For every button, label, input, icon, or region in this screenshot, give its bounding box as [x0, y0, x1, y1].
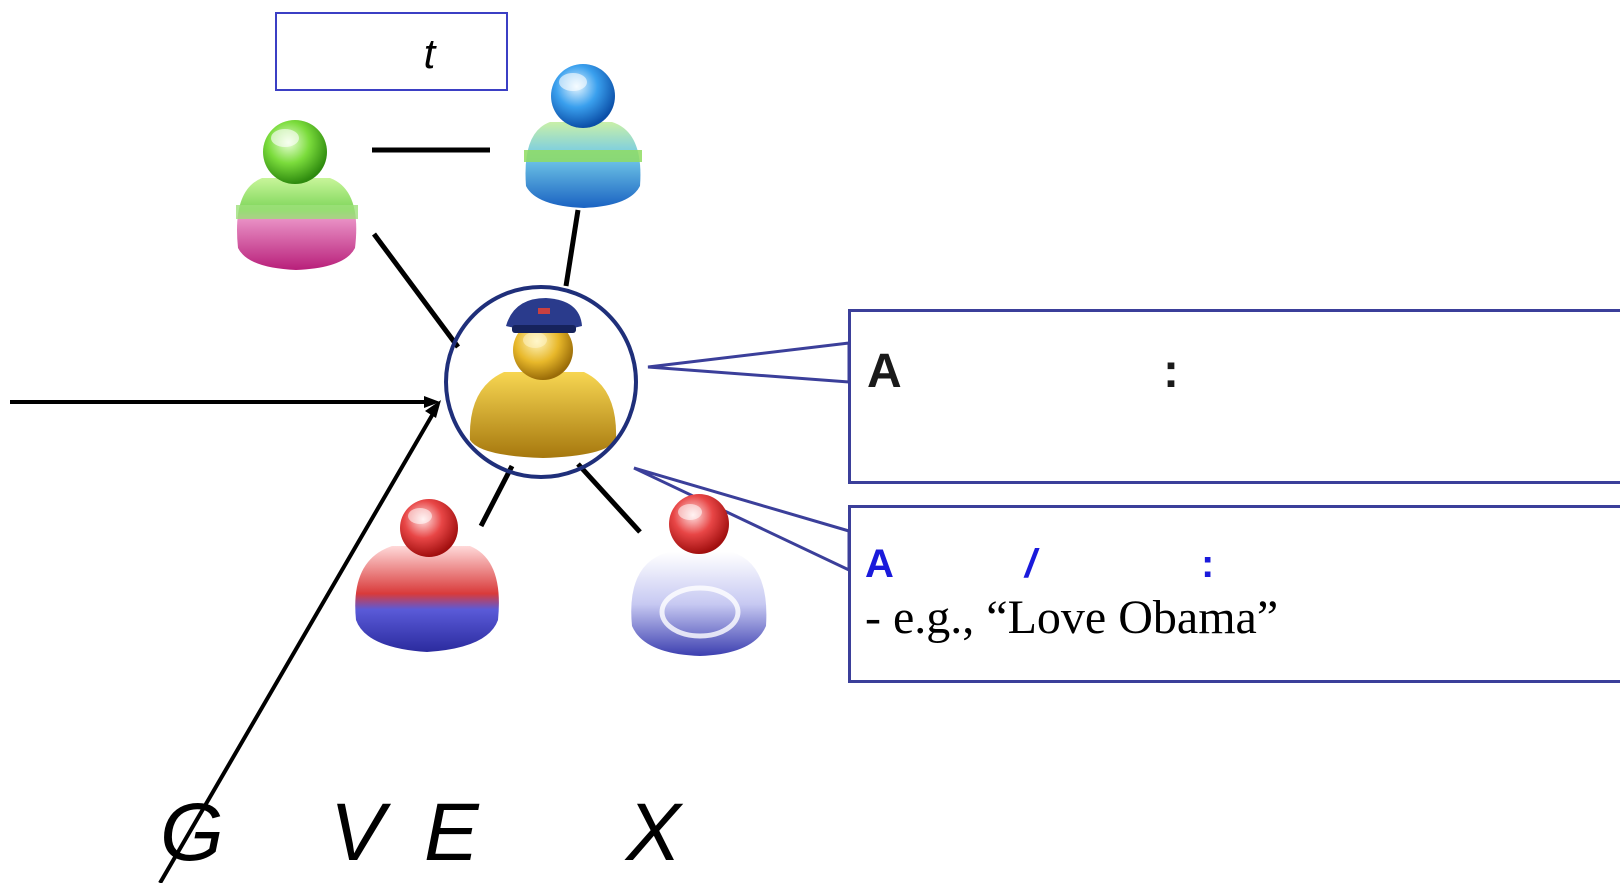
attribute-colon: : [1163, 345, 1179, 398]
time-label: t [423, 30, 436, 77]
arrow-g-line [158, 410, 436, 883]
arrow-g-head [425, 400, 441, 418]
formula-x: X [626, 787, 681, 878]
edge-blue-center [563, 209, 581, 287]
edge-center-white [576, 462, 642, 534]
arrow-v-head [424, 396, 440, 408]
attitude-callout-box: A / : - e.g., “Love Obama” [848, 505, 1620, 683]
center-user-highlight-ring [444, 285, 638, 479]
green-user-icon [236, 120, 358, 270]
formula-v: V [330, 787, 385, 878]
attitude-slash: / [1025, 542, 1037, 586]
red-user-icon [355, 499, 499, 652]
time-box: t [275, 12, 508, 91]
attribute-letter: A [867, 345, 902, 398]
attribute-callout-box: A : [848, 309, 1620, 484]
formula-g: G [160, 787, 224, 878]
attitude-example: - e.g., “Love Obama” [865, 591, 1279, 644]
attitude-letter: A [865, 542, 894, 586]
edge-green-center [371, 232, 461, 349]
blue-user-icon [524, 64, 642, 208]
callout-pointer-attribute [647, 341, 851, 384]
attitude-colon: : [1201, 542, 1215, 586]
center-user-icon [469, 298, 617, 458]
white-user-icon [631, 494, 767, 656]
formula-e: E [424, 787, 479, 878]
edge-center-red [478, 464, 515, 528]
